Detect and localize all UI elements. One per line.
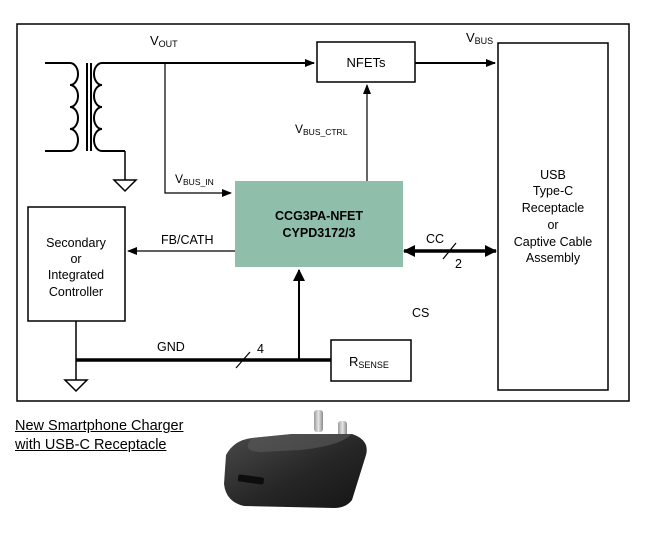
rsense-label: RSENSE xyxy=(349,354,389,370)
vbus-in-line xyxy=(164,63,232,197)
ground-symbol-icon xyxy=(63,379,89,393)
nfets-block xyxy=(316,41,416,83)
secondary-label-line1: Secondary xyxy=(46,236,107,250)
fb-cath-label: FB/CATH xyxy=(161,233,214,247)
outer-frame xyxy=(16,23,630,402)
cc-count-label: 2 xyxy=(455,257,462,271)
cc-bus-tick xyxy=(442,242,457,260)
vbus-in-label: VBUS_IN xyxy=(175,172,214,187)
secondary-label-line4: Controller xyxy=(49,285,103,299)
secondary-controller-block xyxy=(27,206,126,322)
usb-label-line6: Assembly xyxy=(526,251,581,265)
caption-line2: with USB-C Receptacle xyxy=(15,437,167,453)
cc-label: CC xyxy=(426,232,444,246)
transformer-symbol-icon xyxy=(45,62,125,152)
gnd-count-label: 4 xyxy=(257,342,264,356)
chip-label-line2: CYPD3172/3 xyxy=(283,226,356,240)
charger-caption: New Smartphone Charger with USB-C Recept… xyxy=(15,417,183,455)
vbus-label: VBUS xyxy=(466,30,493,46)
secondary-label-line2: or xyxy=(70,252,81,266)
usb-label-line5: Captive Cable xyxy=(514,235,593,249)
nfets-label: NFETs xyxy=(347,55,387,70)
usb-label-line3: Receptacle xyxy=(522,201,585,215)
gnd-bus-tick xyxy=(235,351,251,369)
usb-label-line2: Type-C xyxy=(533,184,573,198)
secondary-label-line3: Integrated xyxy=(48,268,104,282)
usb-label-line1: USB xyxy=(540,168,566,182)
gnd-label: GND xyxy=(157,340,185,354)
cs-label: CS xyxy=(412,306,429,320)
usb-receptacle-block xyxy=(497,42,609,391)
usb-label-line4: or xyxy=(547,218,558,232)
caption-line1: New Smartphone Charger xyxy=(15,418,184,434)
vout-label: VOUT xyxy=(150,33,178,49)
vbus-ctrl-label: VBUS_CTRL xyxy=(295,122,348,137)
chip-block xyxy=(235,181,403,267)
ground-symbol-icon xyxy=(112,179,138,193)
chip-label-line1: CCG3PA-NFET xyxy=(275,209,363,223)
charger-photo-icon xyxy=(224,410,367,508)
